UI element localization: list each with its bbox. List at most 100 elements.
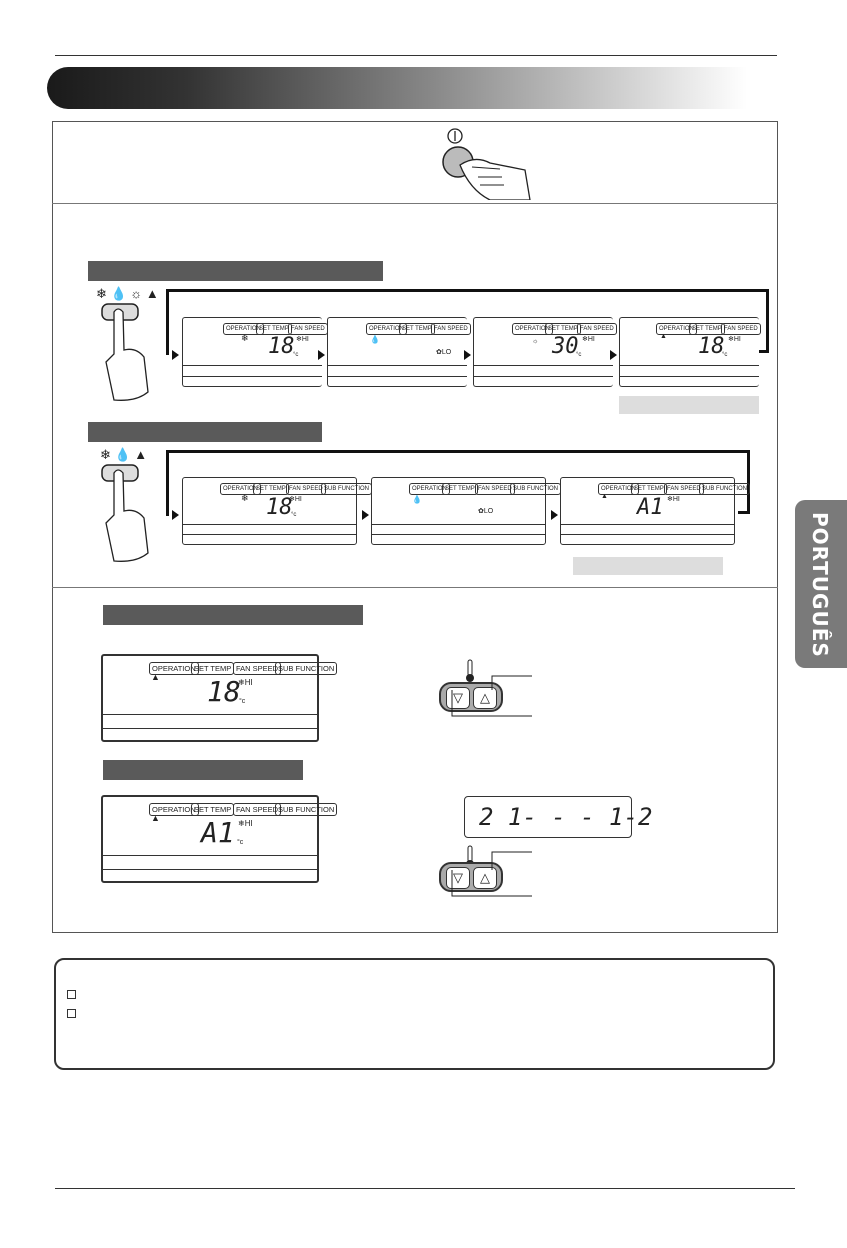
tag-operation: OPERATION [223,323,264,335]
fan-indicator: ✿LO [436,349,452,356]
lcd-line [328,376,467,377]
tag-operation: OPERATION [366,323,407,335]
lcd-line [474,376,613,377]
code-display-value: 2 1- - - 1-2 [479,803,653,831]
tag-operation: OPERATION [149,662,199,675]
lcd-large-2: OPERATION SET TEMP FAN SPEED SUB FUNCTIO… [101,795,338,883]
lcd-row2-1: OPERATION SET TEMP FAN SPEED SUB FUNCTIO… [182,477,372,545]
lcd-line [183,534,356,535]
callout-lines-2 [451,851,532,897]
tag-fan-speed: FAN SPEED [721,323,761,335]
tag-operation: OPERATION [598,483,639,495]
lcd-row1-1: OPERATION SET TEMP FAN SPEED ❄ 18 °c ❄HI [182,317,328,387]
tag-set-temp: SET TEMP [253,483,289,495]
section-header-bar [47,67,747,109]
lcd-row2-2: OPERATION SET TEMP FAN SPEED SUB FUNCTIO… [371,477,561,545]
lcd-line [372,524,545,525]
tag-fan-speed: FAN SPEED [664,483,704,495]
lcd-row1-3: OPERATION SET TEMP FAN SPEED ☼ 30 °c ❄HI [473,317,617,387]
lcd-line [103,855,317,856]
lcd-line [183,376,322,377]
row2-title-bar [88,422,322,442]
language-tab-label: PORTUGUÊS [808,512,832,658]
checkbox-icon [67,1009,76,1018]
mode-indicator: ☼ [532,338,539,345]
divider-2 [52,587,778,588]
flow-arrow [551,510,558,520]
temp-readout: 18 [266,495,293,520]
lcd-line [372,534,545,535]
mode-button-hand-row2[interactable] [96,463,156,563]
tag-set-temp: SET TEMP [191,803,235,816]
tag-fan-speed: FAN SPEED [577,323,617,335]
flow-loop-row2-top [166,450,750,453]
mode-indicator: ❄ [241,493,249,503]
flow-loop-row2-left [166,450,169,516]
fan-indicator: ✿LO [478,508,494,515]
temp-readout: A1 [201,816,235,849]
flow-loop-row1-left [166,289,169,355]
flow-arrow [318,350,325,360]
flow-arrow [610,350,617,360]
fan-indicator: ❄HI [582,336,595,343]
tag-fan-speed: FAN SPEED [233,662,282,675]
temp-unit: °c [293,352,299,358]
tag-operation: OPERATION [220,483,261,495]
divider-1 [52,203,778,204]
tag-sub-function: SUB FUNCTION [275,803,338,816]
tag-fan-speed: FAN SPEED [286,483,326,495]
mode-indicator: 💧 [370,335,380,344]
fan-indicator: ❄HI [238,678,253,687]
tag-set-temp: SET TEMP [399,323,435,335]
flow-loop-row2-right [747,450,750,514]
power-button-illustration [442,128,531,200]
code-display: 2 1- - - 1-2 [464,796,652,838]
mode-indicator: ▲ [660,333,667,340]
lcd-line [183,365,322,366]
lcd-line [620,376,759,377]
lcd-row1-4: OPERATION SET TEMP FAN SPEED ▲ 18 °c ❄HI [619,317,761,387]
tag-sub-function: SUB FUNCTION [699,483,750,495]
fan-indicator: ❄HI [728,336,741,343]
row2-caption-pill [573,557,723,575]
mode-icons-row1: ❄ 💧 ☼ ▲ [96,286,159,301]
mode-indicator: ▲ [601,493,608,500]
lcd-line [474,365,613,366]
lcd-line [561,534,734,535]
temp-buttons-1: ▽ △ [439,682,503,712]
tag-sub-function: SUB FUNCTION [321,483,372,495]
mode-icons-row2: ❄ 💧 ▲ [100,447,148,462]
flow-loop-row1-retend [758,350,769,353]
mode-button-hand-row1[interactable] [96,302,156,402]
temp-unit: °c [291,512,297,518]
tag-fan-speed: FAN SPEED [431,323,471,335]
tag-sub-function: SUB FUNCTION [510,483,561,495]
row1-title-bar [88,261,383,281]
checkbox-icon [67,990,76,999]
temp-readout: 30 [552,334,579,359]
temp-readout: 18 [207,675,241,708]
temp-up-button[interactable]: △ [473,687,497,709]
lcd-line [183,524,356,525]
lcd-line [561,524,734,525]
language-tab[interactable]: PORTUGUÊS [795,500,847,668]
tag-set-temp: SET TEMP [191,662,235,675]
bottom-rule [55,1188,795,1189]
flow-arrow [464,350,471,360]
tag-operation: OPERATION [149,803,199,816]
tag-set-temp: SET TEMP [442,483,478,495]
lcd-line [103,869,317,870]
top-rule [55,55,777,56]
flow-arrow [172,350,179,360]
section3-title-bar-2 [103,760,303,780]
temp-unit: °c [237,839,244,846]
lcd-row1-2: OPERATION SET TEMP FAN SPEED 💧 ✿LO [327,317,471,387]
temp-readout: 18 [698,334,725,359]
fan-indicator: ❄HI [238,819,253,828]
mode-indicator: ▲ [151,672,160,682]
fan-indicator: ❄HI [289,496,302,503]
main-frame [52,121,778,933]
temp-up-button[interactable]: △ [473,867,497,889]
fan-indicator: ❄HI [667,496,680,503]
tag-fan-speed: FAN SPEED [233,803,282,816]
